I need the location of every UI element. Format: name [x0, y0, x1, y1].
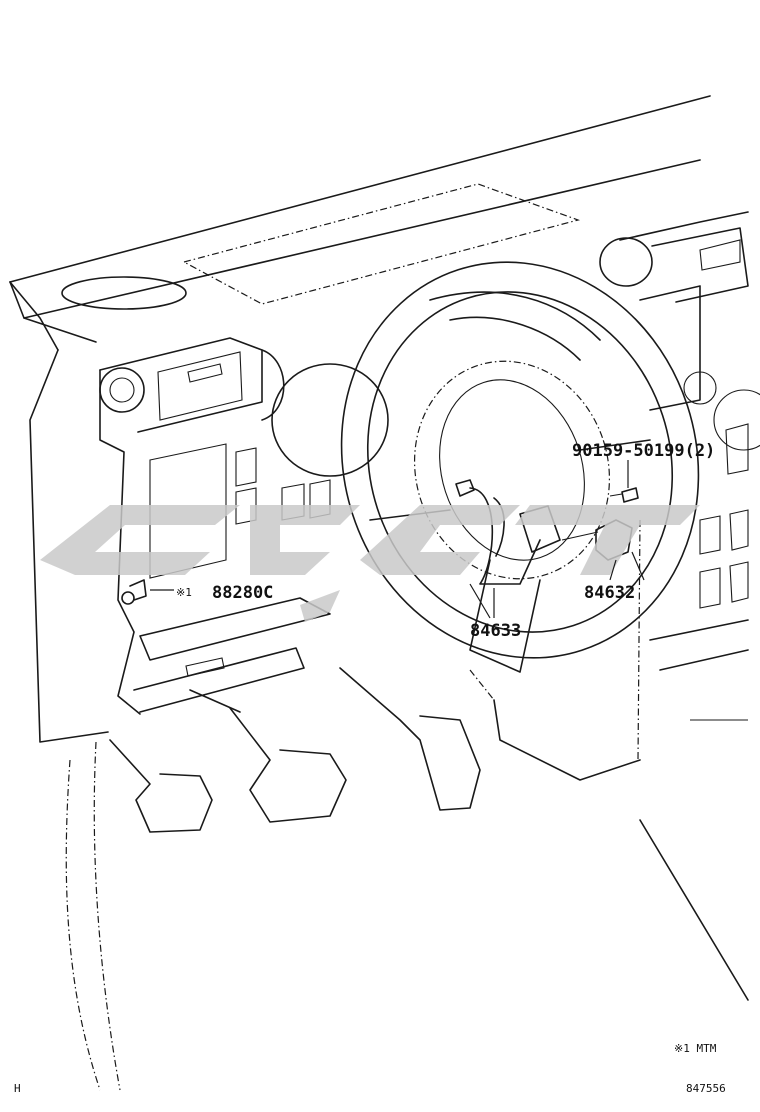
bolt-90159-50199 [609, 487, 639, 503]
watermark-logo [40, 505, 700, 622]
wire-harness-84633 [455, 479, 541, 585]
floor-lines [65, 741, 121, 1091]
label-90159-50199: 90159-50199(2) [572, 441, 715, 461]
steering-column [469, 669, 641, 781]
footnote: ※1 MTM [674, 1042, 717, 1055]
gauge-cluster [271, 291, 601, 477]
leader-lines [150, 460, 645, 619]
corner-code: H [14, 1082, 21, 1095]
label-88280C: 88280C [212, 583, 273, 603]
sensor-88280C [121, 579, 147, 605]
dashboard-top [9, 95, 711, 351]
left-vent [99, 337, 285, 433]
label-84633: 84633 [470, 621, 521, 641]
right-console [599, 211, 760, 1001]
note-marker: ※1 [176, 586, 192, 599]
pedals [109, 667, 481, 833]
illustration-id: 847556 [686, 1082, 726, 1095]
label-84632: 84632 [584, 583, 635, 603]
